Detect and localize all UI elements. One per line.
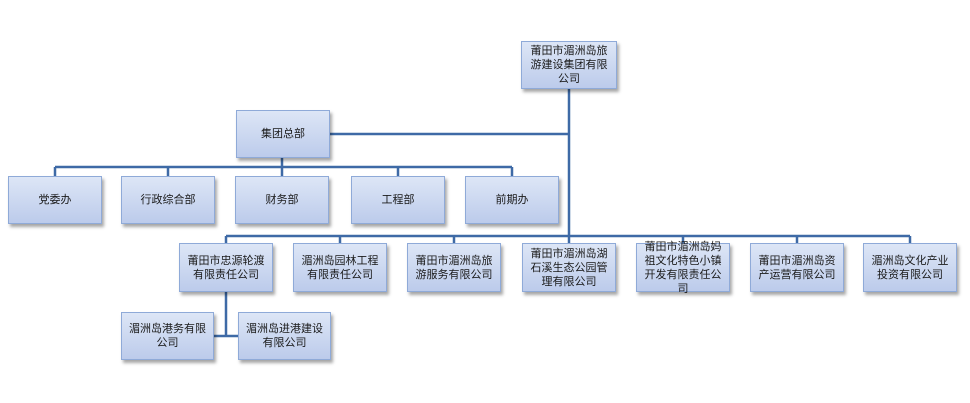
org-node-subsidiary: 莆田市忠源轮渡有限责任公司 bbox=[179, 243, 273, 292]
org-node-label: 湄洲岛园林工程有限责任公司 bbox=[301, 253, 379, 281]
org-node-label: 工程部 bbox=[381, 193, 415, 206]
org-node-subsidiary: 莆田市湄洲岛湖石溪生态公园管理有限公司 bbox=[522, 243, 616, 292]
org-node-label: 湄洲岛港务有限公司 bbox=[129, 322, 206, 349]
org-node-subsidiary: 莆田市湄洲岛资产运营有限公司 bbox=[750, 243, 844, 292]
org-node-label: 莆田市忠源轮渡有限责任公司 bbox=[187, 253, 265, 281]
org-node-department: 前期办 bbox=[465, 176, 559, 224]
org-node-label: 前期办 bbox=[495, 193, 529, 206]
org-node-label: 党委办 bbox=[38, 193, 72, 206]
org-node-hq: 集团总部 bbox=[236, 110, 330, 158]
org-node-subsidiary: 湄洲岛园林工程有限责任公司 bbox=[293, 243, 387, 292]
org-node-department: 财务部 bbox=[235, 176, 329, 224]
org-node-subsidiary: 湄洲岛文化产业投资有限公司 bbox=[863, 243, 957, 292]
org-node-label: 莆田市湄洲岛旅游建设集团有限公司 bbox=[530, 44, 608, 85]
org-node-label: 行政综合部 bbox=[140, 193, 196, 206]
org-node-subsidiary: 莆田市湄洲岛妈祖文化特色小镇开发有限责任公司 bbox=[636, 240, 730, 295]
org-node-label: 莆田市湄洲岛湖石溪生态公园管理有限公司 bbox=[530, 246, 608, 288]
org-node-root: 莆田市湄洲岛旅游建设集团有限公司 bbox=[521, 41, 617, 89]
org-node-department: 工程部 bbox=[351, 176, 445, 224]
org-node-label: 莆田市湄洲岛资产运营有限公司 bbox=[758, 253, 836, 281]
org-node-label: 财务部 bbox=[265, 193, 299, 206]
org-node-label: 莆田市湄洲岛旅游服务有限公司 bbox=[415, 253, 493, 281]
org-node-subsidiary: 莆田市湄洲岛旅游服务有限公司 bbox=[407, 243, 501, 292]
org-node-sub-subsidiary: 湄洲岛进港建设有限公司 bbox=[238, 312, 331, 360]
org-node-department: 党委办 bbox=[8, 176, 102, 224]
org-node-label: 湄洲岛进港建设有限公司 bbox=[246, 322, 323, 349]
org-node-sub-subsidiary: 湄洲岛港务有限公司 bbox=[121, 312, 214, 360]
org-node-label: 莆田市湄洲岛妈祖文化特色小镇开发有限责任公司 bbox=[644, 239, 722, 295]
org-node-label: 湄洲岛文化产业投资有限公司 bbox=[871, 253, 949, 281]
org-node-label: 集团总部 bbox=[261, 127, 305, 140]
org-node-department: 行政综合部 bbox=[121, 176, 215, 224]
